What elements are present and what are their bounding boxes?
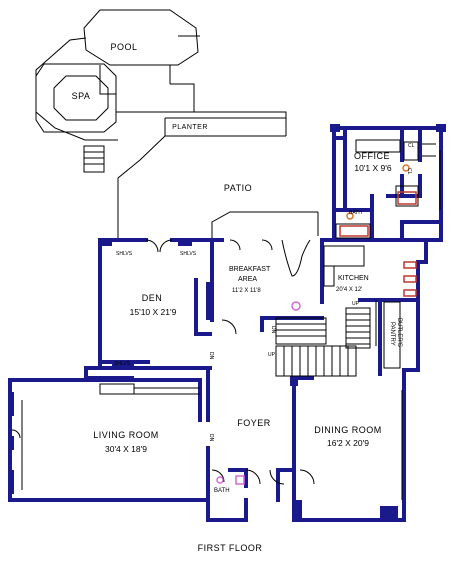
living-room-label: LIVING ROOM bbox=[93, 430, 159, 440]
stairs-up-label-2: UP bbox=[268, 352, 275, 358]
wall-blocks bbox=[8, 124, 446, 520]
den-shelves-label-bottom: SHLVS bbox=[114, 361, 131, 367]
patio-outline bbox=[83, 83, 319, 240]
butlers-pantry-label-line1: BUTLER'S bbox=[396, 318, 402, 347]
breakfast-dimensions: 11'2 X 11'8 bbox=[232, 288, 261, 294]
stairs-up-label-1: UP bbox=[352, 301, 359, 307]
office-dimensions: 10'1 X 9'6 bbox=[354, 163, 392, 173]
den-dimensions: 15'10 X 21'9 bbox=[129, 307, 177, 317]
pool-label: POOL bbox=[110, 42, 138, 52]
stairs-down-label: DN bbox=[270, 326, 276, 334]
foyer-label: FOYER bbox=[237, 418, 271, 428]
kitchen-dimensions: 20'4 X 12' bbox=[336, 287, 363, 293]
floor-title: FIRST FLOOR bbox=[197, 543, 263, 553]
pool-outline bbox=[35, 9, 200, 141]
den-shelves-label-left: SHLVS bbox=[116, 251, 133, 257]
dining-room-dimensions: 16'2 X 20'9 bbox=[326, 438, 369, 448]
breakfast-label-line2: AREA bbox=[238, 276, 258, 283]
office-bath-label: BATH bbox=[349, 210, 362, 216]
closet-down-label-2: DN bbox=[208, 434, 214, 442]
closet-down-label-1: DN bbox=[208, 352, 214, 360]
office-closet-label: CL bbox=[408, 143, 415, 149]
planter-label: PLANTER bbox=[172, 124, 208, 131]
spa-outline bbox=[35, 63, 117, 133]
interior-lines bbox=[11, 139, 441, 500]
dining-room-label: DINING ROOM bbox=[314, 425, 382, 435]
powder-bath-label: BATH bbox=[214, 488, 230, 494]
fixtures bbox=[216, 164, 417, 485]
breakfast-label-line1: BREAKFAST bbox=[229, 266, 271, 273]
den-label: DEN bbox=[141, 293, 163, 303]
spa-label: SPA bbox=[71, 91, 91, 101]
patio-label: PATIO bbox=[223, 183, 253, 193]
butlers-pantry-label-line2: PANTRY bbox=[389, 322, 395, 346]
living-room-dimensions: 30'4 X 18'9 bbox=[104, 444, 147, 454]
office-closet-label-2: CL bbox=[406, 168, 412, 175]
kitchen-label: KITCHEN bbox=[338, 275, 369, 282]
den-shelves-label-right: SHLVS bbox=[180, 251, 197, 257]
office-label: OFFICE bbox=[354, 151, 390, 161]
